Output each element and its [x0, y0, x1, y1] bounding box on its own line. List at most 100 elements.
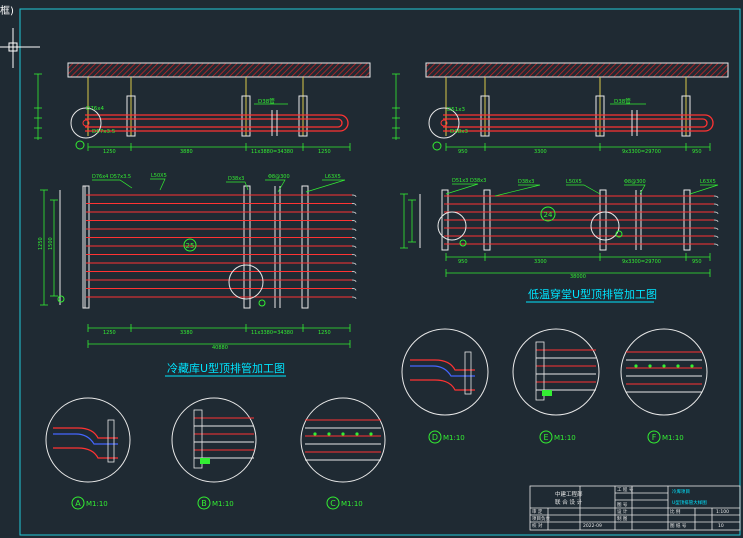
left-plan-callout-1: D76x4 D57x3.5	[92, 174, 131, 180]
detail-bolt	[676, 364, 680, 368]
detail-letter: A	[75, 499, 81, 508]
tb-cell-4: 制 图	[617, 515, 628, 522]
detail-letter: F	[652, 433, 657, 442]
detail-bolt	[662, 364, 666, 368]
left-slab	[67, 62, 371, 78]
right-section-title: 低温穿堂U型顶排管加工图	[528, 287, 657, 301]
pipe-bend	[713, 243, 719, 247]
tb-cell-3: 设 计	[617, 508, 628, 515]
left-dim-lower-4: 1250	[318, 330, 331, 336]
left-detail-marker-a[interactable]	[75, 140, 85, 150]
pipe-bend	[713, 195, 719, 199]
tb-row-1: 审 定	[532, 508, 543, 515]
right-hangers	[445, 77, 687, 136]
tb-cell-1: 工 程 号	[617, 486, 634, 493]
left-side-dim-1: 1250	[38, 237, 44, 250]
right-supports	[480, 95, 691, 137]
detail-letter: E	[543, 433, 548, 442]
left-plan-callout-3: D38x3	[228, 176, 244, 182]
frame-label: 框)	[0, 6, 14, 17]
left-plan-detail-marker[interactable]	[258, 299, 266, 307]
right-plan-callout-1: D51x3 D38x3	[452, 178, 486, 184]
tb-company-1: 中建工程部	[555, 490, 583, 498]
detail-f[interactable]: F M1:10	[620, 328, 708, 444]
left-callout-d76: D76x4	[86, 106, 104, 112]
tb-cell-2: 图 号	[617, 502, 628, 508]
right-plan-callout-2: D38x3	[518, 179, 534, 185]
detail-bolt	[648, 364, 652, 368]
detail-marker	[542, 390, 552, 396]
left-side-dims	[34, 73, 42, 140]
left-section-title: 冷藏库U型顶排管加工图	[167, 361, 285, 375]
detail-label-ring	[71, 496, 85, 510]
left-plan-callout-5: L63X5	[325, 174, 341, 180]
right-header-circle[interactable]	[428, 107, 460, 139]
detail-bolt	[327, 432, 331, 436]
title-block	[529, 485, 741, 531]
left-header-circle[interactable]	[70, 107, 102, 139]
right-side-dims	[392, 73, 400, 140]
right-detail-marker-d[interactable]	[432, 141, 442, 151]
left-dim-upper-3: 11x3880=34380	[251, 149, 293, 155]
right-dim-upper-3: 9x3300=29700	[622, 149, 661, 155]
detail-circle	[512, 328, 600, 416]
left-plan-detail-circle[interactable]	[228, 264, 264, 300]
right-plan-side-dims	[400, 193, 416, 249]
left-dim-lower-3: 11x3380=34380	[251, 330, 293, 336]
left-dims-upper	[87, 143, 351, 151]
pipe-bend	[351, 237, 357, 240]
left-plan-corner-marker	[57, 295, 65, 303]
detail-bolt	[313, 432, 317, 436]
detail-circle	[620, 328, 708, 416]
left-u-pipes	[85, 114, 349, 132]
detail-pipe	[410, 379, 475, 391]
pipe-bend	[713, 219, 719, 223]
detail-scale: M1:10	[443, 434, 465, 442]
pipe-bend	[713, 227, 719, 231]
cursor-crosshair	[0, 28, 40, 68]
tb-cell-6: 图 纸 号	[670, 522, 687, 529]
left-callout-d57: D57x3.5	[92, 129, 116, 135]
pipe-bend	[351, 211, 357, 215]
pipe-bend	[713, 203, 719, 207]
pipe-bend	[351, 296, 357, 300]
right-circle-number: 24	[544, 211, 553, 219]
right-plan-detail-circle-2[interactable]	[590, 211, 620, 241]
right-plan-detail-circle-1[interactable]	[437, 211, 467, 241]
right-plan-callout-4: Φ8@300	[624, 179, 646, 185]
detail-circle	[45, 397, 131, 483]
left-callout-d38: D38管	[258, 97, 275, 105]
right-plan-callout-3: L50X5	[566, 179, 582, 185]
tb-cell-5: 比 例	[670, 508, 681, 515]
detail-pipe	[410, 365, 475, 377]
left-hangers	[87, 77, 304, 136]
right-callout-mid: D38管	[614, 97, 631, 105]
pipe-bend	[713, 211, 719, 215]
pipe-bend	[351, 220, 357, 223]
right-dim-upper-4: 950	[692, 149, 702, 155]
tb-row-3: 校 对	[532, 522, 543, 529]
right-plan-pipes	[444, 195, 719, 247]
right-slab	[425, 62, 729, 78]
pipe-bend	[351, 254, 357, 257]
left-supports	[126, 95, 308, 137]
detail-label-ring	[428, 430, 442, 444]
right-dim-lower-1: 950	[458, 259, 468, 265]
right-plan-detail-marker-1[interactable]	[459, 239, 467, 247]
pipe-bend	[351, 262, 357, 266]
detail-label-ring	[197, 496, 211, 510]
detail-support	[193, 409, 203, 469]
left-side-dim-2: 1500	[48, 237, 54, 250]
left-dims-lower	[87, 324, 351, 348]
left-total-dim: 40880	[212, 345, 228, 351]
detail-pipe	[53, 447, 118, 459]
left-dim-upper-2: 3880	[180, 149, 193, 155]
detail-scale: M1:10	[662, 434, 684, 442]
right-plan-detail-marker-2[interactable]	[615, 230, 623, 238]
